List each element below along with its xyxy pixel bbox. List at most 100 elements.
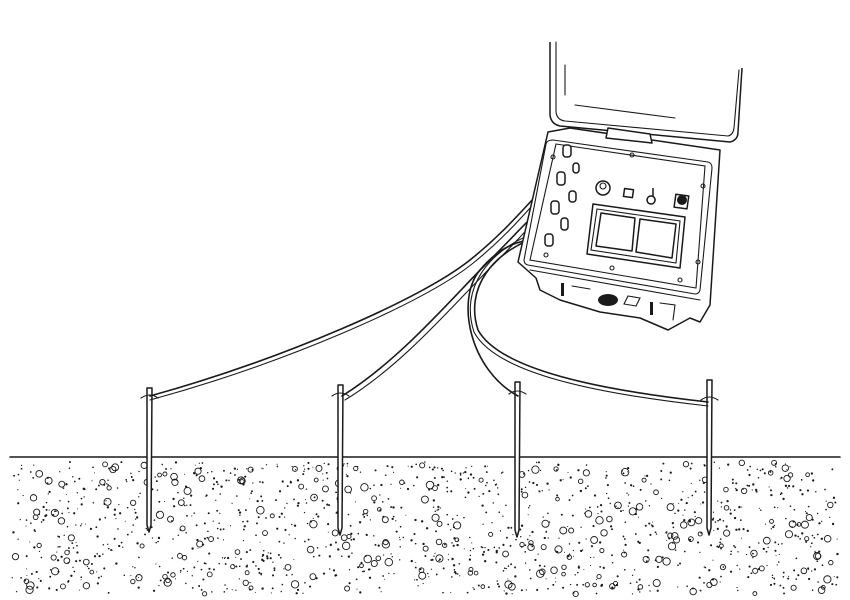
soil-speck	[821, 564, 824, 567]
soil-speck	[600, 583, 604, 586]
soil-speck	[537, 461, 541, 464]
soil-speck	[340, 555, 343, 557]
soil-speck	[361, 570, 364, 573]
toggle-switch	[646, 188, 656, 205]
soil-speck	[786, 469, 788, 471]
soil-speck	[322, 572, 326, 575]
soil-speck	[294, 468, 297, 471]
soil-speck	[378, 586, 381, 589]
soil-speck	[794, 534, 797, 537]
soil-speck	[382, 575, 385, 577]
soil-speck	[698, 576, 701, 579]
soil-speck	[162, 471, 168, 477]
soil-speck	[259, 481, 261, 483]
soil-speck	[771, 459, 778, 466]
soil-speck	[638, 578, 641, 581]
soil-speck	[599, 503, 603, 507]
soil-speck	[654, 559, 657, 562]
soil-speck	[637, 584, 644, 590]
soil-speck	[492, 502, 495, 504]
soil-speck	[462, 472, 465, 474]
soil-speck	[451, 557, 454, 561]
soil-speck	[66, 507, 69, 510]
soil-speck	[431, 513, 440, 522]
soil-speck	[298, 483, 305, 490]
soil-speck	[805, 472, 810, 478]
soil-speck	[629, 582, 632, 585]
soil-speck	[96, 552, 99, 555]
soil-speck	[233, 467, 236, 470]
soil-speck	[302, 592, 304, 594]
soil-speck	[66, 525, 69, 528]
soil-speck	[780, 492, 783, 495]
soil-speck	[555, 496, 560, 502]
soil-speck	[369, 487, 372, 490]
soil-speck	[735, 487, 737, 490]
soil-speck	[805, 540, 808, 543]
soil-speck	[622, 535, 625, 538]
soil-speck	[183, 487, 192, 495]
soil-speck	[284, 516, 286, 518]
soil-speck	[725, 525, 728, 528]
soil-speck	[172, 538, 174, 540]
soil-speck	[689, 587, 697, 596]
soil-speck	[177, 553, 183, 559]
soil-speck	[815, 491, 817, 493]
soil-speck	[580, 526, 582, 528]
soil-speck	[626, 492, 628, 494]
soil-speck	[503, 567, 506, 569]
soil-speck	[519, 528, 522, 531]
soil-speck	[200, 568, 203, 571]
soil-speck	[750, 572, 753, 575]
soil-speck	[242, 579, 249, 587]
soil-speck	[222, 539, 225, 541]
soil-speck	[255, 534, 257, 537]
soil-speck	[280, 590, 283, 593]
soil-speck	[635, 503, 644, 511]
soil-speck	[451, 576, 453, 578]
soil-speck	[446, 486, 449, 489]
soil-speck	[818, 522, 821, 525]
soil-speck	[687, 518, 696, 527]
soil-speck	[353, 465, 359, 472]
soil-speck	[498, 511, 501, 514]
soil-speck	[172, 497, 175, 501]
soil-speck	[524, 550, 527, 553]
soil-speck	[398, 536, 401, 539]
soil-speck	[507, 526, 510, 529]
soil-speck	[621, 551, 628, 558]
soil-speck	[656, 589, 659, 592]
soil-speck	[283, 542, 285, 544]
soil-speck	[541, 519, 550, 528]
soil-speck	[443, 543, 446, 546]
soil-speck	[765, 550, 768, 553]
soil-speck	[262, 530, 268, 536]
soil-speck	[158, 500, 161, 503]
soil-speck	[80, 503, 83, 506]
soil-speck	[416, 578, 418, 581]
soil-speck	[63, 534, 65, 536]
soil-speck	[30, 572, 33, 575]
soil-speck	[400, 506, 403, 509]
soil-speck	[487, 548, 490, 552]
soil-speck	[152, 589, 156, 592]
soil-speck	[155, 480, 158, 483]
soil-speck	[36, 586, 39, 589]
soil-speck	[375, 555, 382, 562]
soil-speck	[171, 478, 179, 486]
soil-speck	[343, 463, 345, 465]
soil-speck	[80, 497, 83, 500]
soil-speck	[836, 538, 838, 540]
soil-speck	[224, 562, 227, 565]
terminal-7	[544, 233, 554, 247]
soil-speck	[355, 578, 358, 581]
soil-speck	[528, 505, 531, 507]
soil-speck	[177, 491, 179, 494]
soil-speck	[730, 550, 732, 553]
soil-speck	[132, 524, 134, 526]
soil-speck	[38, 578, 40, 580]
soil-speck	[769, 489, 773, 492]
soil-speck	[229, 472, 232, 474]
soil-speck	[480, 546, 483, 548]
